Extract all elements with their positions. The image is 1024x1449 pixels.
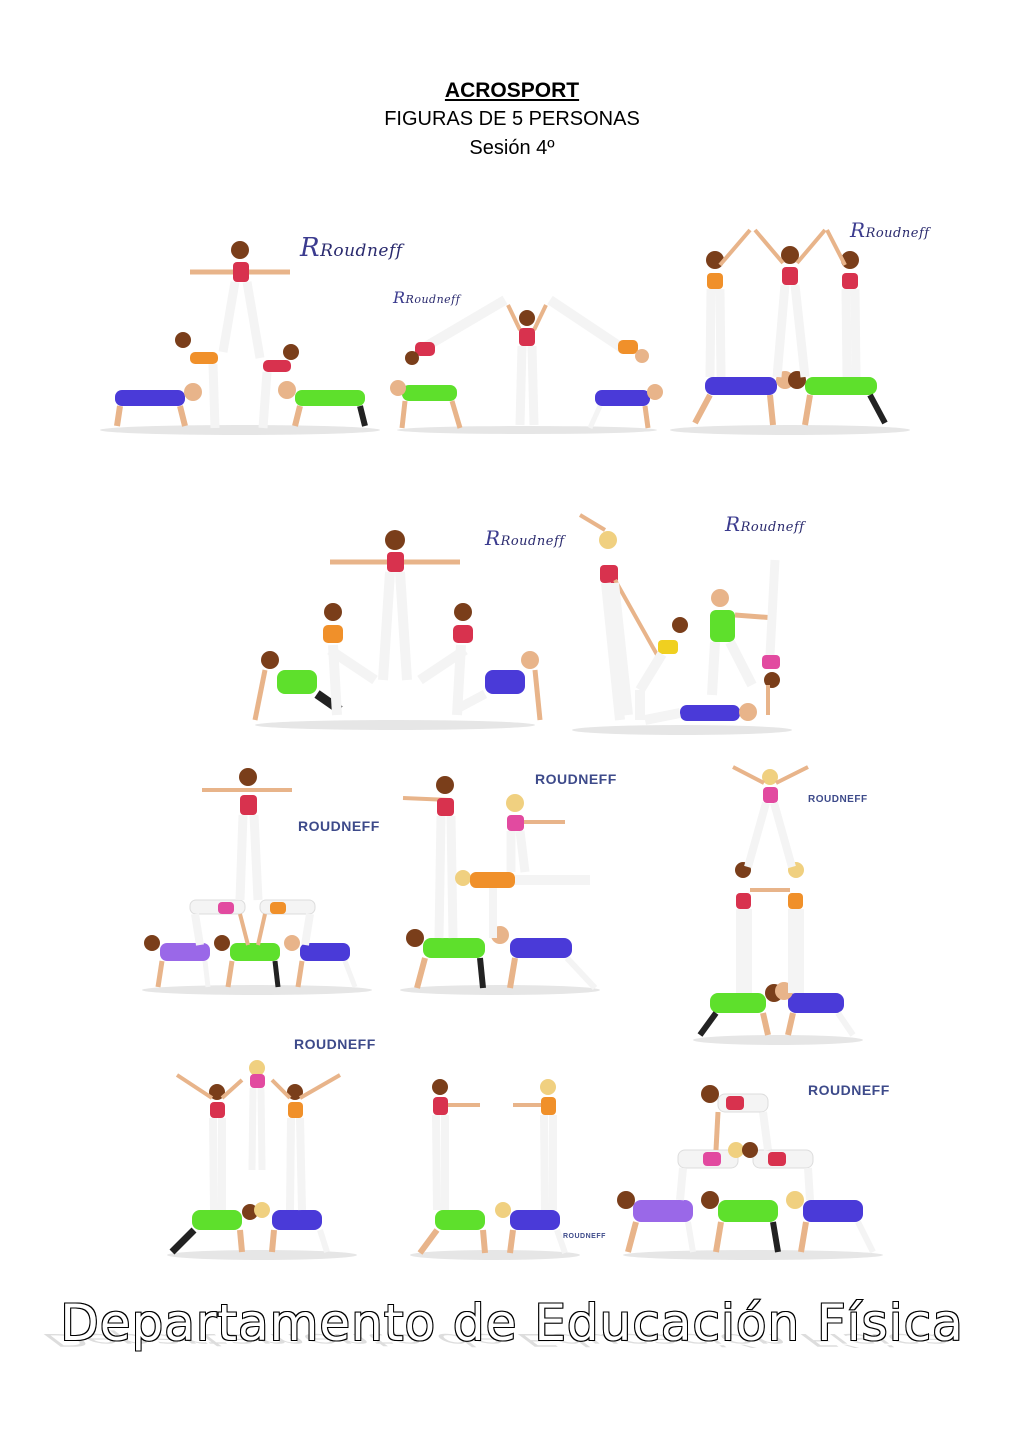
figure-2-handstands-on-bases <box>390 290 665 435</box>
department-footer: Departamento de Educación Física Departa… <box>0 1293 1024 1404</box>
session-label: Sesión 4º <box>469 137 555 159</box>
roudneff-logo: RRoudneff <box>393 288 461 307</box>
document-title: ACROSPORT <box>444 79 580 102</box>
roudneff-logo: ROUDNEFF <box>535 771 617 787</box>
document-header: ACROSPORT FIGURAS DE 5 PERSONAS Sesión 4… <box>0 76 1024 163</box>
roudneff-logo: ROUDNEFF <box>298 818 380 834</box>
roudneff-logo: RRoudneff <box>725 512 805 536</box>
roudneff-logo: ROUDNEFF <box>563 1233 606 1240</box>
figure-10-two-standing-on-bases <box>405 1075 585 1260</box>
figure-9-three-standing-two-bases <box>162 1060 362 1260</box>
roudneff-logo: RRoudneff <box>485 526 565 550</box>
figure-1-pyramid-standing-on-two-bases <box>95 230 385 435</box>
figure-6-three-level-pyramid <box>140 765 375 995</box>
roudneff-logo: RRoudneff <box>850 218 930 242</box>
figure-4-standing-on-two-seated-bases <box>245 520 545 730</box>
roudneff-logo: ROUDNEFF <box>808 1082 890 1098</box>
figure-7-stacked-bases-with-flyer <box>395 770 605 995</box>
roudneff-logo: RRoudneff <box>300 233 403 263</box>
roudneff-logo: ROUDNEFF <box>294 1036 376 1052</box>
roudneff-logo: ROUDNEFF <box>808 794 868 805</box>
department-name: Departamento de Educación Física <box>59 1293 964 1353</box>
figure-11-three-level-kneeling-pyramid <box>617 1082 888 1260</box>
document-subtitle: FIGURAS DE 5 PERSONAS <box>384 108 640 130</box>
figure-3-three-standing-on-two-bases <box>665 225 915 435</box>
figure-5-mixed-balance <box>570 510 795 735</box>
figure-8-tower <box>688 765 868 1045</box>
